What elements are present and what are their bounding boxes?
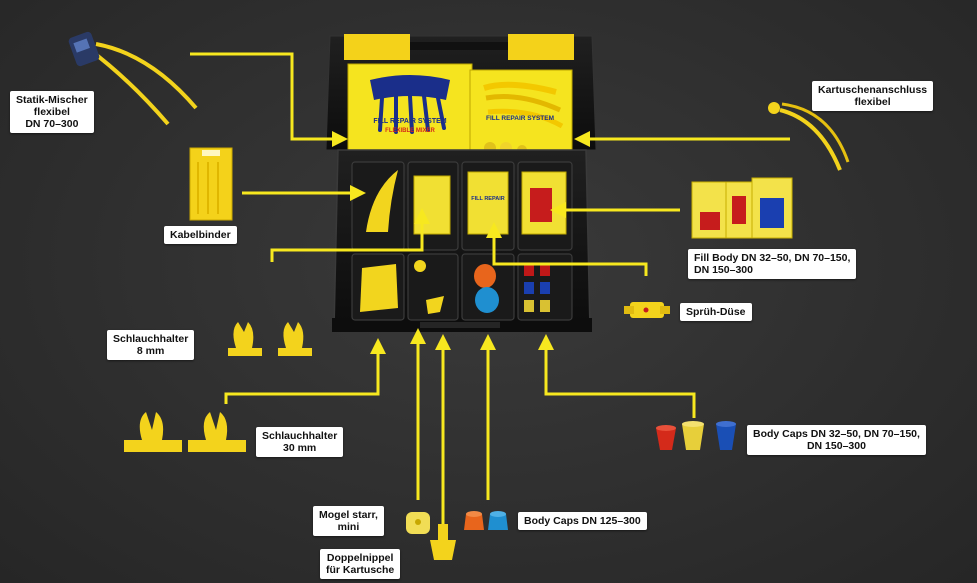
svg-text:FILL REPAIR: FILL REPAIR xyxy=(471,196,504,202)
arrow-statik-mischer xyxy=(190,52,334,141)
schlauchhalter-8-parts xyxy=(228,322,312,356)
label-mogel: Mogel starr, mini xyxy=(313,506,384,536)
label-schlauchhalter-30: Schlauchhalter 30 mm xyxy=(256,427,344,457)
label-schlauchhalter-8: Schlauchhalter 8 mm xyxy=(107,330,195,360)
schlauchhalter-30-parts xyxy=(124,412,246,452)
label-statik-mischer: Statik-Mischer flexibel DN 70–300 xyxy=(10,91,94,133)
pointer-arrows xyxy=(190,52,790,540)
label-kabelbinder: Kabelbinder xyxy=(164,226,237,244)
package-product-text: FILL REPAIR SYSTEM xyxy=(373,118,446,125)
lid-package-right: FILL REPAIR SYSTEM xyxy=(469,69,573,155)
package-subtitle-text: FLEXIBLE MIXER xyxy=(385,128,435,134)
lid-latch-right xyxy=(508,34,574,60)
package-product-text-2: FILL REPAIR SYSTEM xyxy=(486,115,554,122)
body-caps-large-parts xyxy=(464,511,508,530)
mogel-part xyxy=(406,512,430,534)
statik-mischer-part xyxy=(68,31,198,126)
lid-latch-left xyxy=(344,34,410,60)
label-fill-body: Fill Body DN 32–50, DN 70–150, DN 150–30… xyxy=(688,249,857,279)
lid-package-left: FILL REPAIR SYSTEM FLEXIBLE MIXER xyxy=(347,63,473,151)
fill-body-packages xyxy=(691,177,793,239)
arrow-body-caps-small xyxy=(544,348,696,418)
kartuschenanschluss-part xyxy=(768,102,850,171)
doppelnippel-part xyxy=(430,524,456,560)
label-body-caps-small: Body Caps DN 32–50, DN 70–150, DN 150–30… xyxy=(747,425,926,455)
body-caps-small-parts xyxy=(656,421,736,450)
arrow-spruh-duse xyxy=(492,236,648,276)
label-spruh-duse: Sprüh-Düse xyxy=(680,303,752,321)
arrowheads xyxy=(332,131,590,354)
arrow-schlauchhalter-30 xyxy=(224,352,380,404)
label-doppelnippel: Doppelnippel für Kartusche xyxy=(320,549,401,579)
arrow-mixer-compartment xyxy=(270,222,424,262)
label-body-caps-large: Body Caps DN 125–300 xyxy=(518,512,647,530)
spruh-duse-part xyxy=(624,302,670,318)
toolbox-case: FILL REPAIR SYSTEM FLEXIBLE MIXER FILL R… xyxy=(325,34,597,332)
kabelbinder-part xyxy=(189,147,233,221)
label-kartuschenanschluss: Kartuschenanschluss flexibel xyxy=(812,81,934,111)
